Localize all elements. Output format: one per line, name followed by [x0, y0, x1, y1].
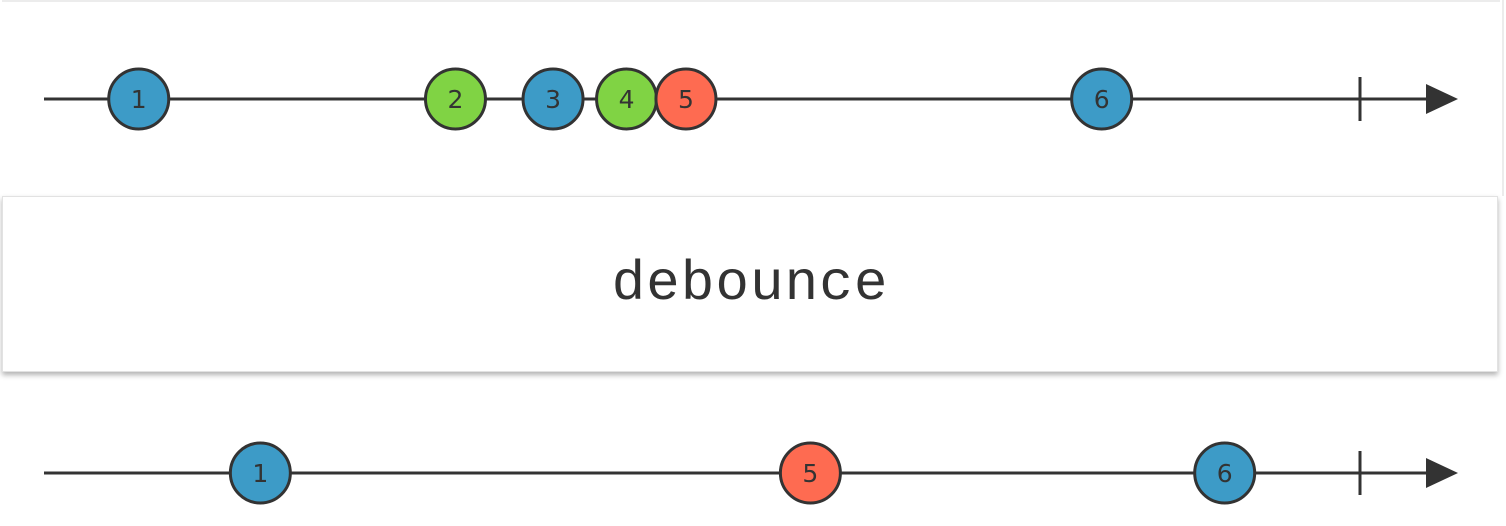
input-marble-5: 5	[654, 67, 718, 131]
input-marble-3: 3	[521, 67, 585, 131]
marble-label: 2	[448, 85, 464, 114]
output-arrow-head	[1426, 458, 1458, 488]
marble-circle	[1070, 67, 1134, 131]
marble-circle	[654, 67, 718, 131]
marble-label: 1	[252, 459, 268, 488]
marble-circle	[778, 441, 842, 505]
output-marble-1: 1	[228, 441, 292, 505]
marble-label: 3	[545, 85, 561, 114]
output-marble-6: 6	[1193, 441, 1257, 505]
output-timeline: 1 5 6	[44, 441, 1458, 505]
marble-label: 6	[1217, 459, 1233, 488]
frame-top-edge	[2, 0, 1500, 2]
marble-circle	[1193, 441, 1257, 505]
marble-circle	[228, 441, 292, 505]
input-marble-6: 6	[1070, 67, 1134, 131]
input-marble-1: 1	[107, 67, 171, 131]
input-marble-2: 2	[423, 67, 487, 131]
marble-label: 5	[802, 459, 818, 488]
marble-circle	[423, 67, 487, 131]
operator-label: debounce	[611, 252, 889, 316]
marble-label: 5	[678, 85, 694, 114]
input-marble-4: 4	[595, 67, 659, 131]
output-marble-5: 5	[778, 441, 842, 505]
marble-label: 1	[131, 85, 147, 114]
frame-right-edge	[1502, 0, 1504, 196]
marble-circle	[521, 67, 585, 131]
marble-label: 6	[1094, 85, 1110, 114]
operator-box: debounce	[2, 196, 1498, 372]
input-arrow-head	[1426, 84, 1458, 114]
marble-circle	[107, 67, 171, 131]
input-timeline: 1 2 3 4 5 6	[44, 67, 1458, 131]
marble-label: 4	[619, 85, 635, 114]
